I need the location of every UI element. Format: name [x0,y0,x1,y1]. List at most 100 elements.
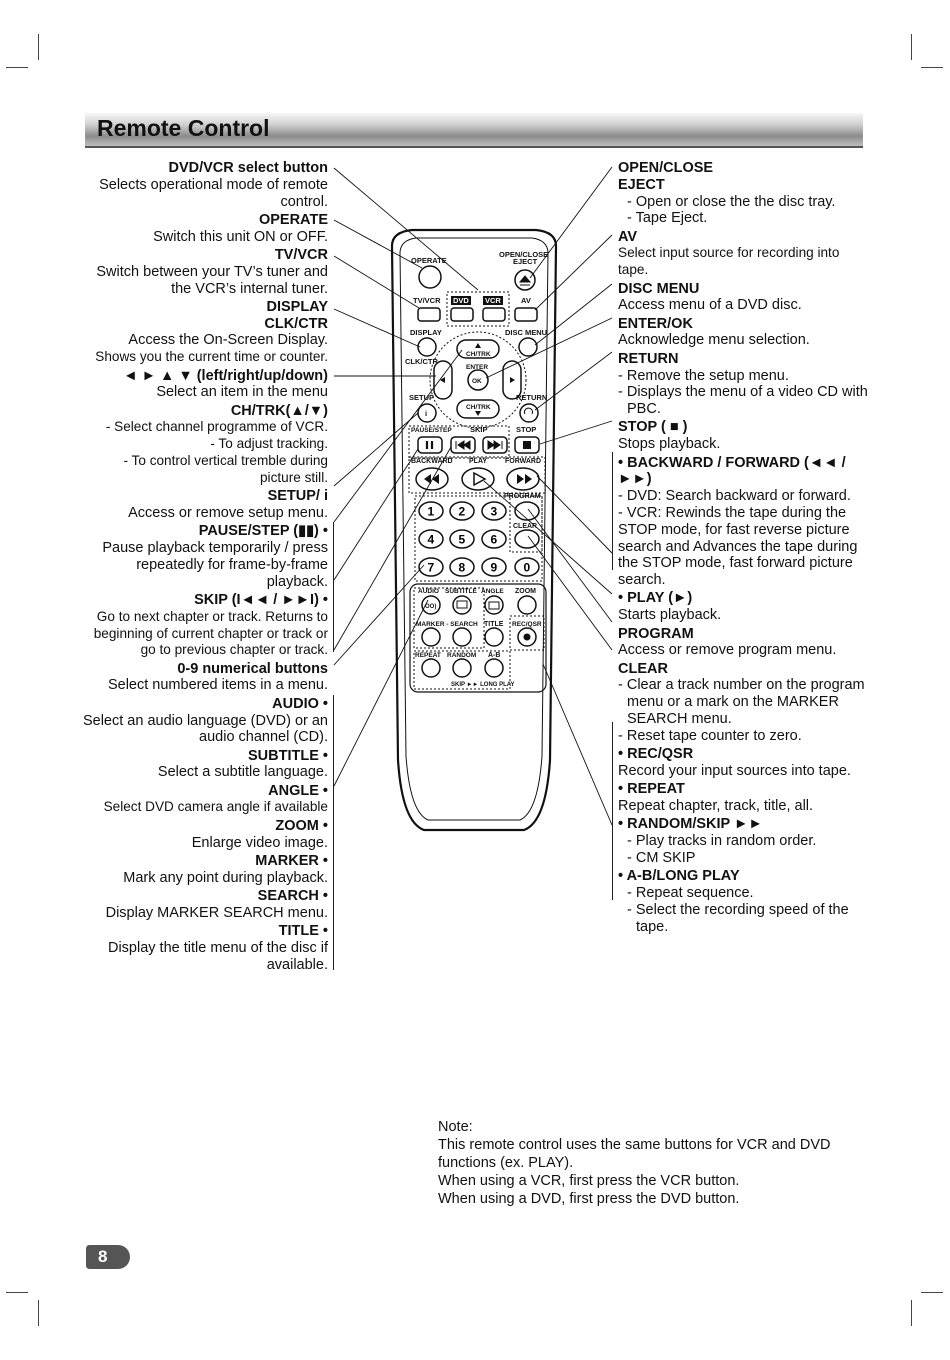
digit-9-label: 9 [491,561,498,575]
disc-menu-button [518,337,538,357]
crop-mark [38,1300,39,1326]
digit-9-button [481,557,507,577]
tv-vcr-button [417,307,441,322]
rec-qsr-box [509,615,545,651]
display-button [417,337,437,357]
repeat-box [413,650,511,690]
note-block: Note: This remote control uses the same … [438,1118,868,1208]
entry-title: TITLE •Display the title menu of the dis… [107,923,328,973]
eject-label: EJECT [513,257,538,266]
entry-ab-long-play: • A-B/LONG PLAY- Repeat sequence.- Selec… [618,868,849,935]
entry-ch-trk: CH/TRK(▲/▼)- Select channel programme of… [105,402,328,485]
entry-search: SEARCH •Display MARKER SEARCH menu. [105,887,328,921]
digit-2-label: 2 [459,505,466,519]
entry-audio: AUDIO •Select an audio language (DVD) or… [82,695,328,746]
note-line: This remote control uses the same button… [438,1137,831,1171]
camera-icon [488,601,500,610]
crop-mark [921,67,943,68]
dvd-label: DVD [453,296,469,305]
digit-3-button [481,501,507,521]
display-label: DISPLAY [410,328,442,337]
digit-6-button [481,529,507,549]
info-icon: i [425,409,427,418]
page-title: Remote Control [97,115,270,141]
vcr-button [482,307,506,322]
ok-label: OK [472,378,482,385]
eject-icon [518,275,532,286]
entry-backward-forward: • BACKWARD / FORWARD (◄◄ / ►►)- DVD: Sea… [618,454,858,589]
transport-box [408,456,546,494]
repeat-button [421,658,441,678]
enter-label: ENTER [466,364,488,371]
entry-open-close: OPEN/CLOSE [618,160,714,176]
entry-angle: ANGLE •Select DVD camera angle if availa… [103,782,328,815]
stop-label: STOP [516,425,536,434]
angle-button [484,595,504,615]
return-icon [524,407,533,415]
tv-vcr-label: TV/VCR [413,296,441,305]
digit-1-label: 1 [428,505,435,519]
repeat-label: REPEAT [415,652,441,659]
backward-icon [424,474,439,484]
subtitle-button [452,595,472,615]
return-button [519,403,539,423]
digit-8-label: 8 [459,561,466,575]
random-label: RANDOM [447,652,476,659]
bracket-line [333,522,334,652]
ab-label: A-B [488,652,500,659]
crop-mark [911,1300,912,1326]
crop-mark [6,1292,28,1293]
nav-ring [429,331,527,429]
random-button [452,658,472,678]
forward-icon [517,474,532,484]
pause-skip-box [408,425,510,459]
digit-0-button [514,557,540,577]
numeric-box [414,495,543,582]
entry-stop: STOP ( ■ )Stops playback. [618,419,721,453]
clear-label: CLEAR [513,523,537,530]
crop-mark [921,1292,943,1293]
page-number-badge: 8 [86,1245,130,1269]
pause-step-button [417,436,443,454]
entry-skip: SKIP (I◄◄ / ►►I) •Go to next chapter or … [93,591,328,658]
stop-icon [523,441,531,449]
entry-return: RETURN- Remove the setup menu.- Displays… [618,350,868,418]
entry-pause-step: PAUSE/STEP (▮▮) •Pause playback temporar… [102,523,328,590]
entry-arrows: ◄ ► ▲ ▼ (left/right/up/down)Select an it… [123,367,328,401]
enter-ok-button [467,369,489,391]
audio-icon: OO) [425,604,436,610]
ch-trk-down-label: CH/TRK [466,404,491,411]
page-number: 8 [98,1247,108,1266]
digit-5-label: 5 [459,533,466,547]
av-button [514,307,538,322]
right-arrow-icon [510,377,515,383]
audio-button [421,595,441,615]
title-button [484,627,504,647]
entry-subtitle: SUBTITLE •Select a subtitle language. [157,747,328,781]
pause-step-label: PAUSE/STEP [411,427,452,434]
skip-long-play-label: SKIP ►► LONG PLAY [451,682,515,688]
skip-label: SKIP [470,425,488,434]
entry-marker: MARKER •Mark any point during playback. [123,852,328,886]
ch-trk-down-button [456,399,500,419]
record-icon [523,633,531,641]
subtitle-icon [456,600,468,609]
rec-qsr-label: REC/QSR [512,621,542,628]
backward-label: BACKWARD [411,458,453,465]
remote-body-inner-outline [399,237,549,821]
dvd-label-bg [451,296,471,305]
function-dashed-box [413,587,485,649]
digit-1-button [418,501,444,521]
